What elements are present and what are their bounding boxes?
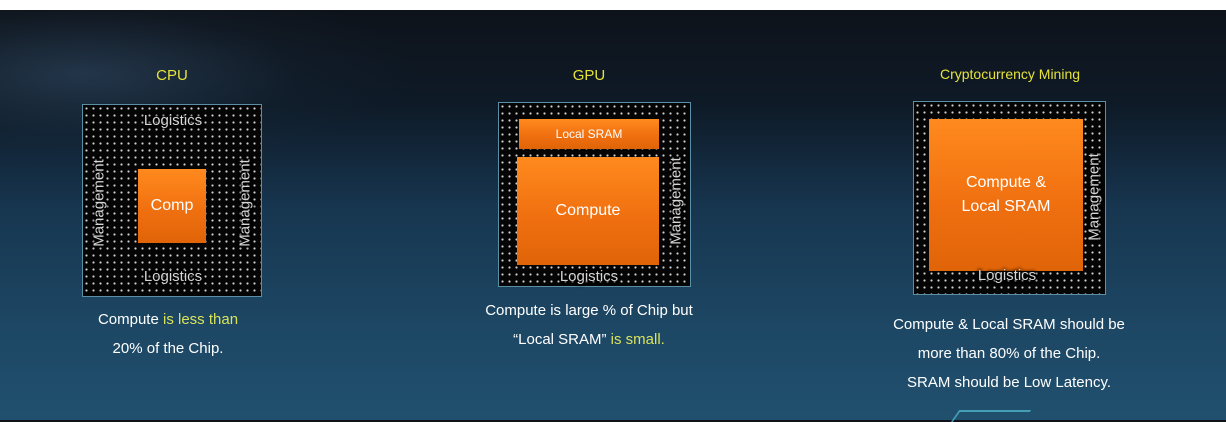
mining-caption: Compute & Local SRAM should be more than…	[893, 310, 1125, 397]
mining-caption-line3: SRAM should be Low Latency.	[906, 374, 1112, 391]
decorative-corner	[950, 410, 1032, 422]
mining-compute-line2: Local SRAM	[961, 198, 1051, 215]
mining-caption-line2: more than 80% of the Chip.	[917, 345, 1101, 362]
mining-title: Cryptocurrency Mining	[939, 66, 1081, 82]
gpu-caption-line2-b: is small.	[610, 331, 665, 348]
cpu-chip: Logistics Logistics Management Managemen…	[82, 104, 262, 297]
cpu-caption-line1-a: Compute	[97, 311, 163, 328]
gpu-caption: Compute is large % of Chip but “Local SR…	[485, 296, 693, 354]
cpu-management-right: Management	[236, 159, 254, 247]
gpu-caption-line1: Compute is large % of Chip but	[485, 302, 693, 319]
gpu-logistics: Logistics	[559, 268, 619, 285]
gpu-management: Management	[667, 157, 685, 245]
cpu-compute-block: Comp	[138, 169, 206, 243]
cpu-title: CPU	[156, 67, 188, 84]
gpu-compute-block: Compute	[517, 157, 659, 265]
mining-chip: Compute & Local SRAM Management Logistic…	[913, 101, 1106, 295]
mining-compute-sram-block: Compute & Local SRAM	[929, 119, 1083, 271]
cpu-logistics-bottom: Logistics	[143, 268, 203, 285]
mining-management: Management	[1085, 153, 1103, 241]
cpu-logistics-top: Logistics	[143, 112, 203, 129]
gpu-sram-block: Local SRAM	[519, 119, 659, 149]
gpu-chip: Local SRAM Compute Management Logistics	[498, 102, 691, 287]
cpu-management-left: Management	[90, 159, 108, 247]
cpu-caption-line2: 20% of the Chip.	[112, 340, 224, 357]
mining-logistics: Logistics	[977, 267, 1037, 284]
mining-caption-line1: Compute & Local SRAM should be	[893, 316, 1125, 333]
cpu-caption: Compute is less than 20% of the Chip.	[98, 305, 238, 363]
gpu-title: GPU	[572, 67, 606, 84]
top-border	[0, 0, 1226, 10]
cpu-caption-line1-b: is less than	[163, 311, 239, 328]
mining-compute-line1: Compute &	[965, 174, 1047, 191]
gpu-caption-line2-a: “Local SRAM”	[513, 331, 611, 348]
